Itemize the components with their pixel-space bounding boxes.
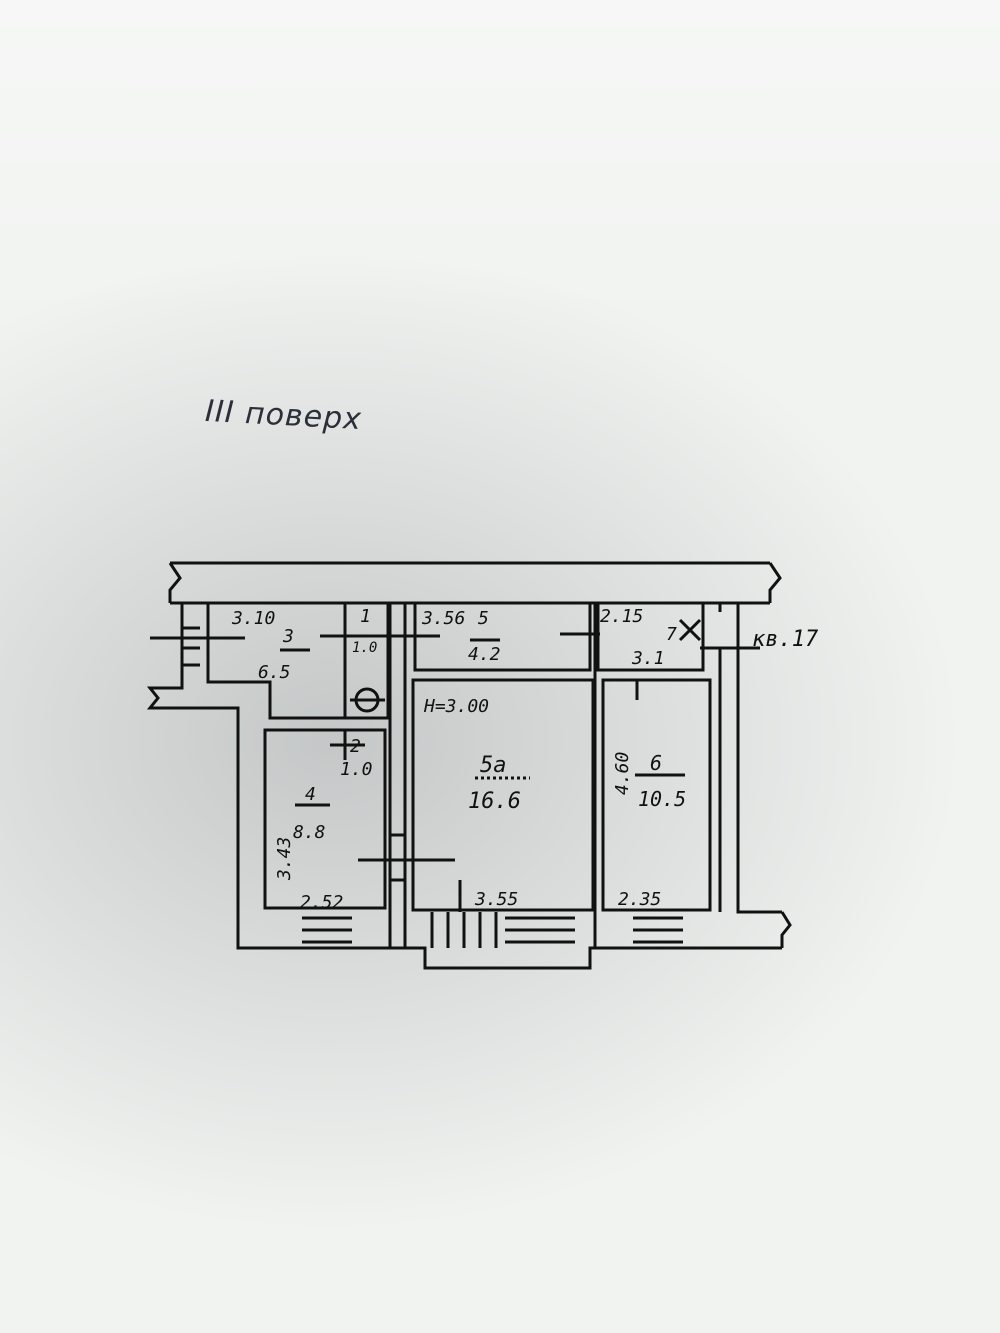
outer-wall-left-bottom bbox=[146, 603, 782, 970]
door-room-4 bbox=[358, 833, 455, 882]
window-room-4 bbox=[302, 916, 352, 944]
room-3-walls bbox=[206, 603, 347, 720]
ceiling-height: H=3.00 bbox=[423, 696, 489, 717]
room-3-dim-top: 3.10 bbox=[231, 608, 275, 629]
room-7-number: 7 bbox=[666, 624, 677, 645]
stair-marks bbox=[430, 912, 498, 948]
room-2-number: 2 bbox=[350, 736, 361, 757]
room-1-number: 1 bbox=[360, 606, 371, 627]
room-4-walls bbox=[263, 728, 387, 910]
room-7-area: 3.1 bbox=[631, 648, 665, 669]
room-7-walls bbox=[596, 601, 705, 672]
room-5a-area: 16.6 bbox=[468, 789, 521, 814]
fixture-marks bbox=[330, 698, 385, 760]
room-5a-number: 5а bbox=[480, 753, 507, 778]
window-room-7 bbox=[678, 618, 760, 650]
room-6-area: 10.5 bbox=[638, 787, 686, 811]
room-6-dim-bottom: 2.35 bbox=[618, 889, 661, 910]
room-3-area: 6.5 bbox=[258, 662, 291, 683]
window-room-3 bbox=[150, 626, 245, 667]
window-room-5a bbox=[505, 916, 575, 944]
apartment-label: кв.17 bbox=[752, 627, 819, 652]
room-4-dim-bottom: 2.52 bbox=[300, 892, 343, 913]
room-4-dim-side: 3.43 bbox=[274, 837, 295, 881]
room-4-number: 4 bbox=[305, 784, 316, 805]
room-5a-dim-bottom: 3.55 bbox=[474, 889, 518, 910]
room-5-area: 4.2 bbox=[468, 644, 501, 665]
room-4-area: 8.8 bbox=[293, 822, 326, 843]
room-3-number: 3 bbox=[282, 626, 294, 647]
wall-break-right bbox=[780, 911, 792, 948]
room-6-number: 6 bbox=[650, 751, 662, 775]
room-6-dim-side: 4.60 bbox=[612, 752, 633, 795]
room-5a-walls bbox=[411, 678, 595, 912]
top-wall bbox=[170, 561, 782, 605]
partition bbox=[388, 603, 407, 948]
room-5-dim-top: 3.56 bbox=[421, 608, 465, 629]
room-7-dim-top: 2.15 bbox=[600, 606, 643, 627]
room-5-number: 5 bbox=[478, 608, 489, 629]
room-1-walls bbox=[343, 601, 390, 720]
wall-break-left bbox=[168, 562, 182, 603]
fraction-bars bbox=[280, 638, 685, 807]
room-6-walls bbox=[601, 678, 712, 912]
door-marks-top bbox=[320, 632, 600, 638]
window-room-6 bbox=[633, 916, 683, 944]
outer-wall-right bbox=[718, 603, 782, 914]
room-2-area: 1.0 bbox=[340, 759, 373, 780]
room-1-area: 1.0 bbox=[352, 640, 377, 656]
